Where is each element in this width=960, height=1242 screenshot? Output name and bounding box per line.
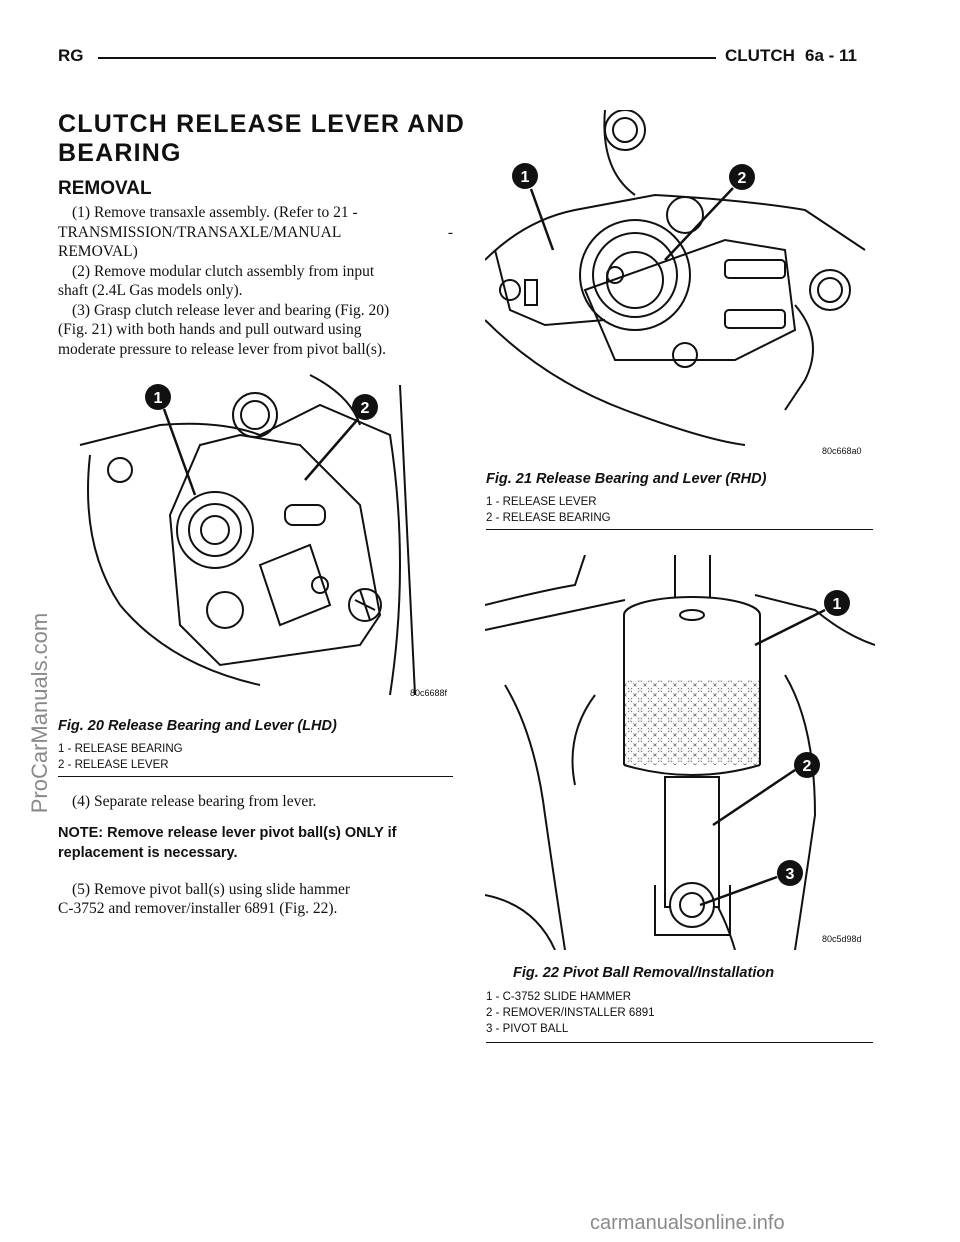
step-4: (4) Separate release bearing from lever.	[72, 793, 317, 810]
header-section: CLUTCH	[725, 46, 795, 65]
fig22-rule	[486, 1042, 873, 1043]
fig20-legend-2: 2 - RELEASE LEVER	[58, 759, 169, 771]
fig21-legend-1: 1 - RELEASE LEVER	[486, 496, 597, 508]
step-3-line3: moderate pressure to release lever from …	[58, 340, 386, 358]
header-rule	[98, 57, 716, 59]
step-3-line2: (Fig. 21) with both hands and pull outwa…	[58, 321, 362, 338]
fig21-legend: 1 - RELEASE LEVER 2 - RELEASE BEARING	[486, 494, 611, 526]
step-2-line2: shaft (2.4L Gas models only).	[58, 282, 243, 299]
step-1-line2-dash: -	[447, 223, 453, 241]
fig22-illustration: 1 2 3	[485, 555, 875, 950]
fig21-legend-2: 2 - RELEASE BEARING	[486, 512, 611, 524]
fig20-callout-2: 2	[361, 400, 370, 417]
fig22-callout-1: 1	[833, 596, 842, 613]
fig20-code: 80c6688f	[410, 688, 448, 698]
step-1-line2-text: TRANSMISSION/TRANSAXLE/MANUAL	[58, 223, 342, 241]
fig21-code: 80c668a0	[822, 446, 862, 456]
section-title-line2: BEARING	[58, 139, 182, 167]
fig21-illustration: 1 2	[485, 110, 866, 446]
fig21-callout-2: 2	[738, 170, 747, 187]
note-line2: replacement is necessary.	[58, 845, 238, 861]
note-line1: NOTE: Remove release lever pivot ball(s)…	[58, 825, 397, 841]
section-title-line1: CLUTCH RELEASE LEVER AND	[58, 110, 466, 138]
subheading-removal: REMOVAL	[58, 178, 152, 199]
fig21-rule	[486, 529, 873, 530]
fig22-code: 80c5d98d	[822, 934, 862, 944]
step-1-line2: TRANSMISSION/TRANSAXLE/MANUAL -	[58, 223, 453, 243]
fig20-rule	[58, 776, 453, 777]
watermark-left: ProCarManuals.com	[27, 612, 52, 814]
step-5-line1: (5) Remove pivot ball(s) using slide ham…	[72, 881, 351, 898]
watermark-bottom: carmanualsonline.info	[590, 1212, 785, 1234]
fig22-caption: Fig. 22 Pivot Ball Removal/Installation	[513, 965, 775, 981]
fig22-legend-3: 3 - PIVOT BALL	[486, 1023, 569, 1035]
steps-block-1: (1) Remove transaxle assembly. (Refer to…	[58, 203, 453, 359]
fig21-caption: Fig. 21 Release Bearing and Lever (RHD)	[486, 471, 767, 487]
fig20-legend-1: 1 - RELEASE BEARING	[58, 743, 183, 755]
fig22-callout-2: 2	[803, 758, 812, 775]
step-5-line2: C-3752 and remover/installer 6891 (Fig. …	[58, 900, 338, 917]
header-model-code: RG	[58, 46, 84, 65]
step-2-line1: (2) Remove modular clutch assembly from …	[72, 262, 375, 280]
fig22-legend: 1 - C-3752 SLIDE HAMMER 2 - REMOVER/INST…	[486, 989, 655, 1037]
fig22-legend-1: 1 - C-3752 SLIDE HAMMER	[486, 991, 632, 1003]
fig20-callout-1: 1	[154, 390, 163, 407]
fig22-legend-2: 2 - REMOVER/INSTALLER 6891	[486, 1007, 655, 1019]
fig20-caption: Fig. 20 Release Bearing and Lever (LHD)	[58, 718, 337, 734]
step-1-line1: (1) Remove transaxle assembly. (Refer to…	[72, 204, 358, 221]
fig20-legend: 1 - RELEASE BEARING 2 - RELEASE LEVER	[58, 741, 183, 773]
fig22-callout-3: 3	[786, 866, 795, 883]
header-page-number: 6a - 11	[805, 46, 857, 65]
fig20-illustration: 1 2	[79, 374, 416, 696]
step-3-line1: (3) Grasp clutch release lever and beari…	[72, 301, 390, 319]
step-1-line3: REMOVAL)	[58, 243, 138, 260]
fig21-callout-1: 1	[521, 169, 530, 186]
